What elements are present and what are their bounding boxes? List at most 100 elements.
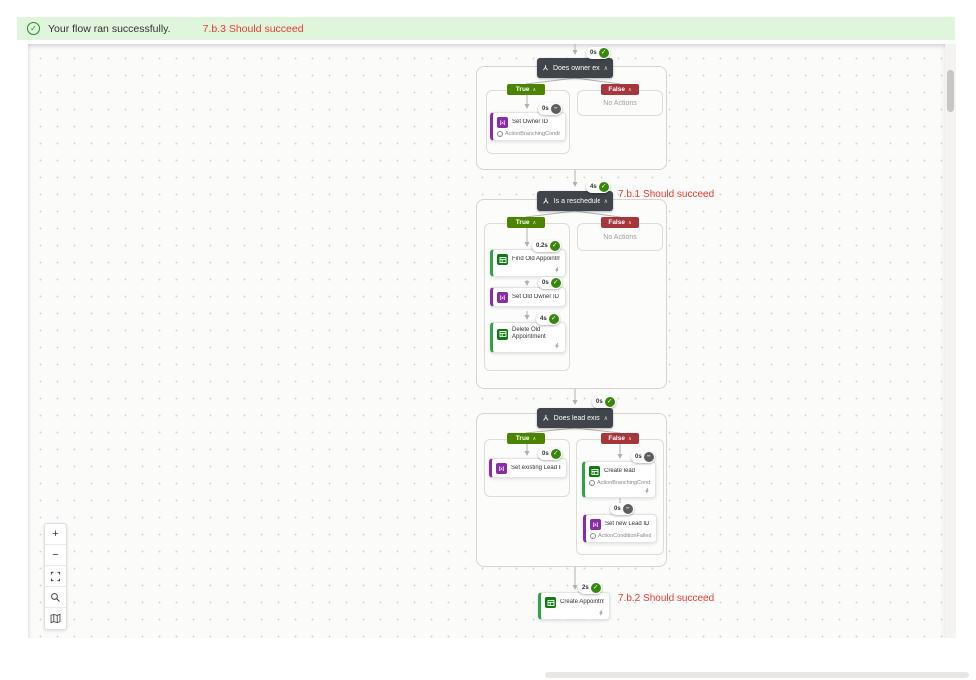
chevron-up-icon: ∧ (627, 219, 632, 226)
condition-node-does-lead-exist[interactable]: Does lead exist ∧ (537, 408, 613, 428)
no-actions-label-2: No Actions (603, 234, 637, 241)
set-variable-icon: [x] (496, 463, 507, 474)
status-badge-cond2[interactable]: 4s ✓ (586, 181, 610, 193)
action-title: Create Appointment (560, 599, 604, 605)
action-card-set-new-lead-id[interactable]: [x] Set new Lead ID i ActionConditionFai… (583, 514, 657, 543)
duration-label: 0s (590, 50, 597, 56)
true-label-text: True (515, 435, 530, 442)
chevron-up-icon: ∧ (627, 86, 632, 93)
status-badge-create-appointment[interactable]: 2s ✓ (578, 582, 602, 594)
action-note: ActionBranchingCondition... (505, 131, 560, 137)
success-icon: ✓ (548, 314, 559, 324)
fit-view-icon (50, 571, 61, 581)
condition-title: Does lead exist (553, 414, 600, 422)
action-title: Delete Old Appointment (512, 327, 546, 340)
success-icon: ✓ (550, 278, 561, 288)
action-card-delete-old-appointment[interactable]: Delete Old Appointment (490, 322, 566, 353)
success-icon: ✓ (604, 397, 615, 407)
action-note: ActionBranchingCondition... (597, 480, 650, 486)
chevron-up-icon: ∧ (532, 219, 537, 226)
action-card-set-existing-lead-id[interactable]: [x] Set existing Lead ID (489, 458, 567, 478)
zoom-toolbar: + − (44, 523, 67, 630)
condition-node-does-owner-exist[interactable]: Does owner exist ∧ (537, 58, 613, 78)
lightning-icon (645, 488, 649, 494)
true-branch-label-2[interactable]: True ∧ (507, 217, 545, 228)
dataverse-icon (497, 254, 508, 265)
action-title: Set new Lead ID (605, 521, 650, 527)
dataverse-icon (497, 328, 508, 340)
fit-view-button[interactable] (45, 566, 66, 587)
zoom-in-button[interactable]: + (45, 524, 66, 545)
duration-label: 0s (596, 399, 603, 405)
vertical-scrollbar-track[interactable] (945, 44, 956, 638)
map-icon (50, 613, 61, 624)
true-branch-label-3[interactable]: True ∧ (507, 433, 545, 444)
success-icon: ✓ (549, 241, 560, 251)
condition-node-is-a-reschedule[interactable]: Is a reschedule ∧ (537, 191, 613, 211)
duration-label: 0s (542, 280, 549, 286)
set-variable-icon: [x] (497, 292, 508, 303)
status-badge-cond3[interactable]: 0s ✓ (592, 396, 616, 408)
duration-label: 0s (614, 506, 621, 512)
action-card-create-lead[interactable]: Create lead i ActionBranchingCondition..… (582, 461, 656, 498)
action-card-set-old-owner-id[interactable]: [x] Set Old Owner ID (490, 287, 566, 307)
chevron-up-icon[interactable]: ∧ (603, 65, 608, 72)
set-variable-icon: [x] (590, 519, 601, 530)
status-badge-delete-old-appointment[interactable]: 4s ✓ (536, 313, 560, 325)
false-label-text: False (608, 219, 625, 226)
status-badge-set-owner-id[interactable]: 0s − (538, 103, 562, 115)
dataverse-icon (589, 466, 600, 477)
chevron-up-icon[interactable]: ∧ (603, 415, 608, 422)
no-actions-label-1: No Actions (603, 100, 637, 107)
condition-icon (543, 65, 548, 71)
duration-label: 2s (582, 585, 589, 591)
false-label-text: False (608, 86, 625, 93)
chevron-up-icon: ∧ (532, 435, 537, 442)
duration-label: 4s (540, 316, 547, 322)
success-banner: ✓ Your flow ran successfully. 7.b.3 Shou… (17, 17, 955, 40)
condition-icon (543, 197, 549, 204)
action-card-find-old-appointment[interactable]: Find Old Appointment (490, 249, 566, 277)
minimap-button[interactable] (45, 608, 66, 629)
status-badge-set-new-lead-id[interactable]: 0s − (610, 503, 634, 515)
status-badge-create-lead[interactable]: 0s − (631, 451, 655, 463)
annotation-7b1: 7.b.1 Should succeed (618, 189, 715, 200)
status-badge-set-old-owner-id[interactable]: 0s ✓ (538, 277, 562, 289)
info-icon: i (589, 480, 595, 486)
banner-message: Your flow ran successfully. (48, 22, 171, 35)
false-branch-label-2[interactable]: False ∧ (601, 217, 639, 228)
annotation-7b2: 7.b.2 Should succeed (618, 593, 715, 604)
search-button[interactable] (45, 587, 66, 608)
false-branch-label-3[interactable]: False ∧ (601, 433, 639, 444)
dataverse-icon (545, 597, 556, 608)
false-label-text: False (608, 435, 625, 442)
search-icon (51, 592, 60, 602)
action-card-create-appointment[interactable]: Create Appointment (538, 592, 610, 620)
action-title: Set Owner ID (512, 119, 549, 125)
success-icon: ✓ (598, 182, 609, 192)
lightning-icon (555, 267, 559, 273)
duration-label: 4s (590, 184, 597, 190)
false-branch-label-1[interactable]: False ∧ (601, 84, 639, 95)
zoom-out-button[interactable]: − (45, 545, 66, 566)
vertical-scrollbar-thumb[interactable] (947, 70, 954, 112)
status-badge-set-existing-lead-id[interactable]: 0s ✓ (538, 448, 562, 460)
duration-label: 0.2s (536, 243, 548, 249)
success-icon: ✓ (598, 48, 609, 58)
status-badge-cond1[interactable]: 0s ✓ (586, 47, 610, 59)
action-card-set-owner-id[interactable]: [x] Set Owner ID i ActionBranchingCondit… (490, 112, 566, 141)
action-title: Create lead (604, 468, 636, 474)
condition-icon (543, 414, 549, 421)
success-icon: ✓ (550, 449, 561, 459)
skipped-icon: − (643, 452, 654, 462)
true-branch-label-1[interactable]: True ∧ (507, 84, 545, 95)
skipped-icon: − (550, 104, 561, 114)
chevron-up-icon: ∧ (532, 86, 537, 93)
chevron-up-icon[interactable]: ∧ (603, 198, 608, 205)
banner-annotation: 7.b.3 Should succeed (202, 22, 304, 35)
horizontal-scrollbar-thumb[interactable] (545, 672, 969, 678)
action-title: Set Old Owner ID (512, 294, 560, 300)
action-note: ActionConditionFailed. The... (598, 533, 651, 539)
action-title: Set existing Lead ID (511, 465, 561, 471)
status-badge-find-old-appointment[interactable]: 0.2s ✓ (532, 240, 561, 252)
